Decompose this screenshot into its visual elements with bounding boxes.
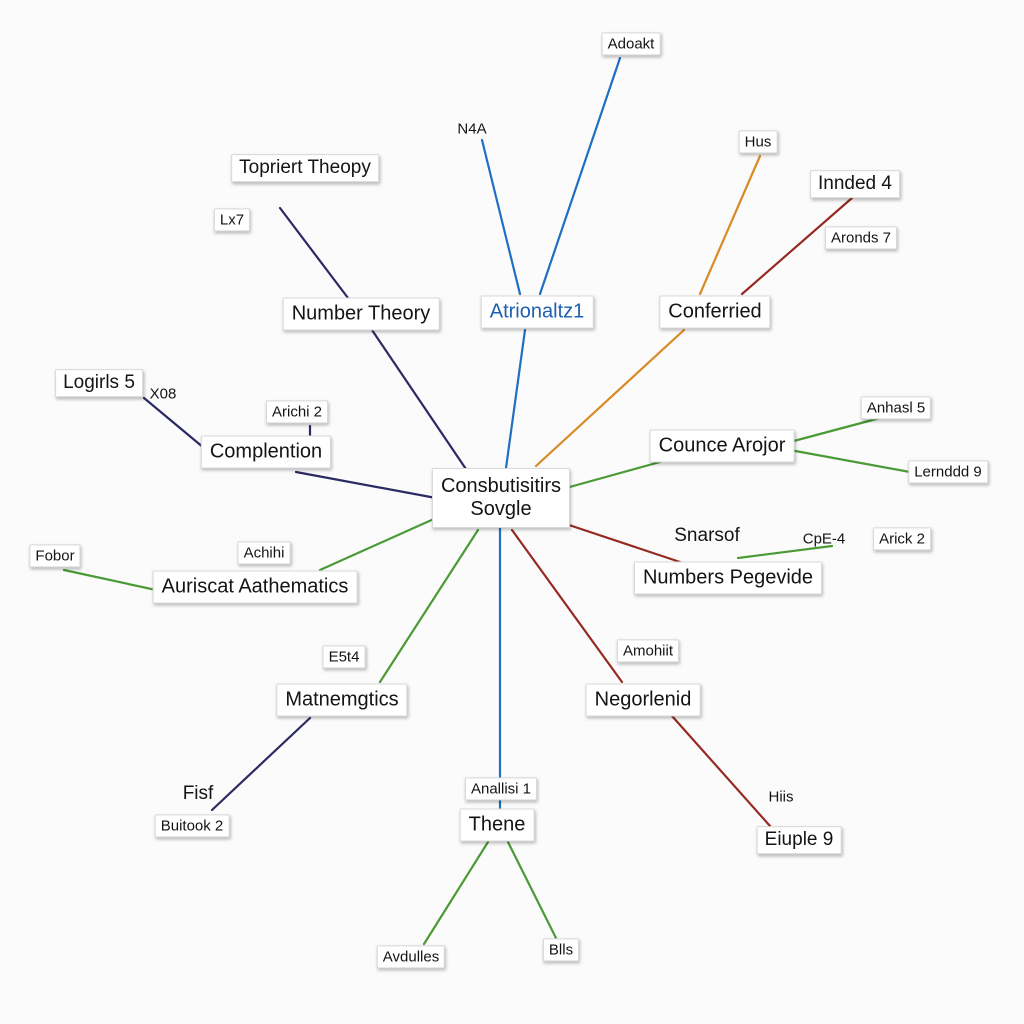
node-n4a[interactable]: N4A — [457, 120, 487, 138]
node-hus[interactable]: Hus — [738, 130, 778, 154]
node-aronds-7[interactable]: Aronds 7 — [824, 226, 898, 250]
edge-pegevide-cpe4 — [736, 544, 834, 560]
node-number-theory[interactable]: Number Theory — [282, 297, 440, 331]
node-numbers-pegevide[interactable]: Numbers Pegevide — [633, 561, 823, 595]
edge-thene-blls — [506, 840, 558, 940]
edge-atrionaltz-n4a — [480, 138, 522, 296]
edge-center-counce-arojor — [564, 460, 662, 490]
edge-center-auriscat — [318, 516, 438, 572]
edge-auriscat-fobor — [62, 568, 158, 592]
edge-center-atrionaltz — [504, 328, 527, 470]
edge-center-complention — [294, 470, 438, 500]
node-fisf[interactable]: Fisf — [182, 783, 214, 805]
node-negorlenid[interactable]: Negorlenid — [585, 683, 701, 717]
node-fobor[interactable]: Fobor — [29, 544, 81, 568]
node-anhasl-5[interactable]: Anhasl 5 — [860, 396, 932, 420]
node-amohiit[interactable]: Amohiit — [616, 639, 680, 663]
node-achihi[interactable]: Achihi — [237, 541, 291, 565]
edge-counce-lernddd — [788, 448, 912, 474]
edge-complention-x08 — [142, 396, 206, 450]
edge-conferried-hus — [698, 154, 762, 296]
node-cpe-4[interactable]: CpE-4 — [802, 530, 846, 548]
node-eiuple-9[interactable]: Eiuple 9 — [756, 826, 842, 854]
edge-center-negorlenid — [510, 528, 624, 684]
edge-matnemgtics-buitook — [210, 716, 312, 812]
node-complention[interactable]: Complention — [200, 435, 332, 469]
node-adoakt[interactable]: Adoakt — [601, 32, 661, 56]
node-counce-arojor[interactable]: Counce Arojor — [649, 429, 795, 463]
node-anallisi-1[interactable]: Anallisi 1 — [464, 777, 538, 801]
center-node-line-2: Sovgle — [470, 498, 532, 520]
node-snarsof[interactable]: Snarsof — [674, 525, 740, 547]
node-topriert-theopy[interactable]: Topriert Theopy — [231, 154, 379, 182]
node-innded-4[interactable]: Innded 4 — [810, 170, 900, 198]
edge-thene-avdulles — [422, 840, 490, 946]
node-e5t4[interactable]: E5t4 — [322, 645, 366, 669]
edge-counce-anhasl — [788, 416, 882, 444]
node-avdulles[interactable]: Avdulles — [376, 945, 446, 969]
edge-atrionaltz-adoakt — [538, 56, 622, 296]
edge-center-number-theory — [370, 328, 474, 480]
node-logirls-5[interactable]: Logirls 5 — [55, 369, 143, 397]
node-lx7[interactable]: Lx7 — [213, 208, 251, 232]
edge-center-conferried — [534, 328, 686, 468]
node-arichi-2[interactable]: Arichi 2 — [265, 400, 329, 424]
node-auriscat-aathematics[interactable]: Auriscat Aathematics — [152, 570, 358, 604]
edge-number-theory-topriert — [278, 206, 350, 300]
edge-conferried-innded — [740, 196, 854, 296]
node-matnemgtics[interactable]: Matnemgtics — [276, 683, 408, 717]
edge-negorlenid-eiuple — [670, 714, 772, 828]
center-node[interactable]: Consbutisitirs Sovgle — [431, 468, 571, 528]
node-x08[interactable]: X08 — [149, 385, 177, 403]
node-blls[interactable]: Blls — [542, 938, 580, 962]
node-arick-2[interactable]: Arick 2 — [873, 527, 931, 551]
edge-center-numbers-pegevide — [564, 522, 682, 564]
node-thene[interactable]: Thene — [459, 808, 535, 842]
node-lernddd-9[interactable]: Lernddd 9 — [908, 460, 988, 484]
node-hiis[interactable]: Hiis — [768, 788, 794, 806]
center-node-line-1: Consbutisitirs — [440, 475, 562, 497]
node-atrionaltz[interactable]: Atrionaltz1 — [480, 295, 594, 329]
node-buitook-2[interactable]: Buitook 2 — [154, 814, 230, 838]
node-conferried[interactable]: Conferried — [659, 295, 771, 329]
edge-center-matnemgtics — [378, 528, 480, 684]
